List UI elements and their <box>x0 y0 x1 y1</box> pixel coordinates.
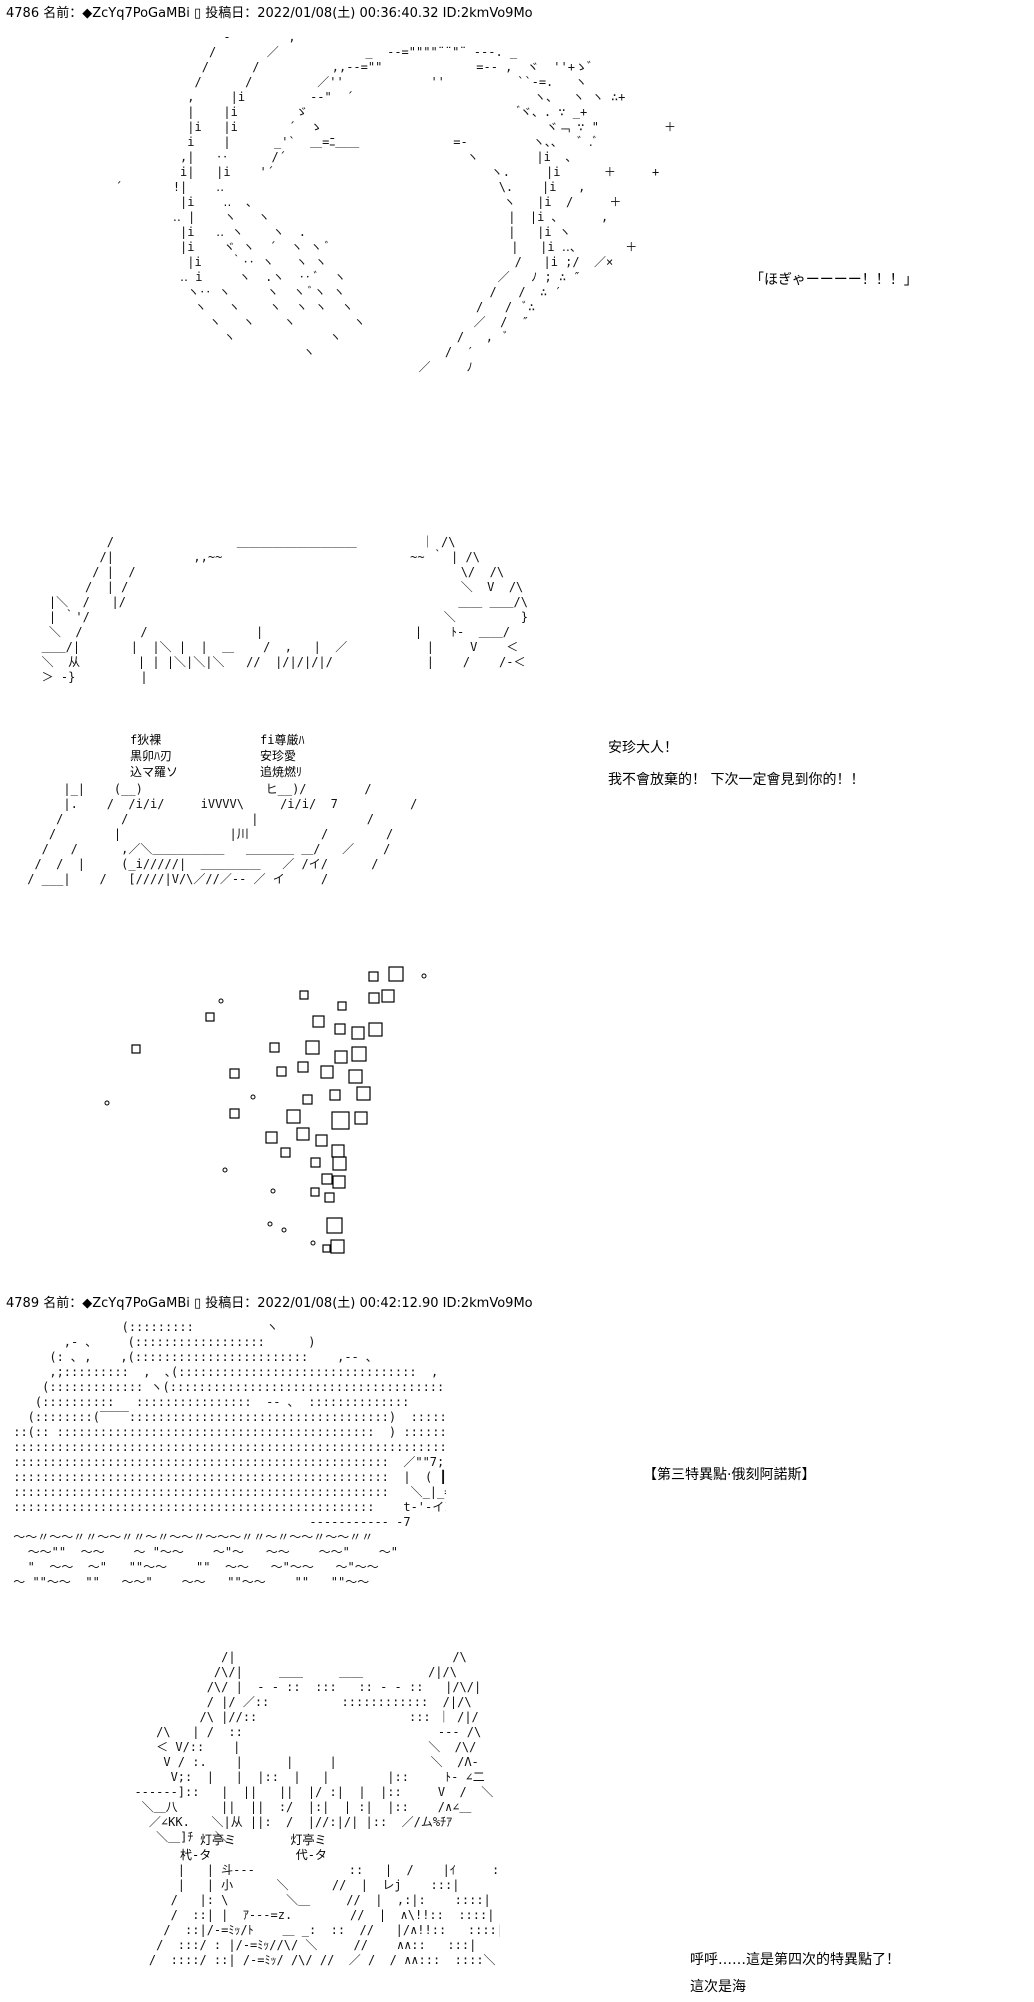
dialog-line: 呼呼……這是第四次的特異點了！ <box>690 1952 900 1968</box>
dialog-line: 我不會放棄的！ 下次一定會見到你的！！ <box>608 772 865 788</box>
ascii-art-character-face: / ＿＿＿＿＿＿＿＿＿＿ ｜ /\ /| ,,~~ ~~ ｀ | /\ / | … <box>27 535 529 886</box>
dialog-line: 這次是海 <box>690 1979 746 1995</box>
post-header: 4789 名前：◆ZcYq7PoGaMBi ▯ 投稿日：2022/01/08(土… <box>6 1296 533 1311</box>
art-label: 追焼燃ﾘ <box>260 765 303 779</box>
art-label: f狄裸 <box>130 733 162 747</box>
dialog-line: 【第三特異點·俄刻阿諾斯】 <box>643 1467 816 1483</box>
dialog-line: 「ほぎゃーーーー！！！」 <box>750 272 918 288</box>
art-label: 黒卯ﾊ刃 <box>130 749 173 763</box>
art-label: fi尊厳ﾊ <box>260 733 305 747</box>
art-label: 安珍愛 <box>260 749 297 763</box>
ascii-art-serpent: ‐ , / ／ _ -‐=""""¨¨"¨ ‐‐-. _ / / ,,-‐=""… <box>115 30 676 374</box>
post-header: 4786 名前：◆ZcYq7PoGaMBi ▯ 投稿日：2022/01/08(土… <box>6 6 533 21</box>
art-label: 灯亭ミ <box>200 1833 237 1847</box>
scattered-squares-art <box>104 966 427 1254</box>
ascii-art-ship-sea: (::::::::: ヽ ,‐ ､ (:::::::::::::::::: ) … <box>13 1320 446 1589</box>
dialog-line: 安珍大人！ <box>608 740 678 756</box>
ascii-art-character-smug: /| /\ /\/| ＿＿ ＿＿ /|/\ /\/ | ‐ ‐ :: ::: :… <box>134 1650 500 1967</box>
art-label: 込マ羅ソ <box>130 765 179 779</box>
art-label: 杙-タ <box>180 1848 212 1862</box>
art-label: 灯亭ミ <box>290 1833 327 1847</box>
art-label: 代-タ <box>295 1848 327 1862</box>
